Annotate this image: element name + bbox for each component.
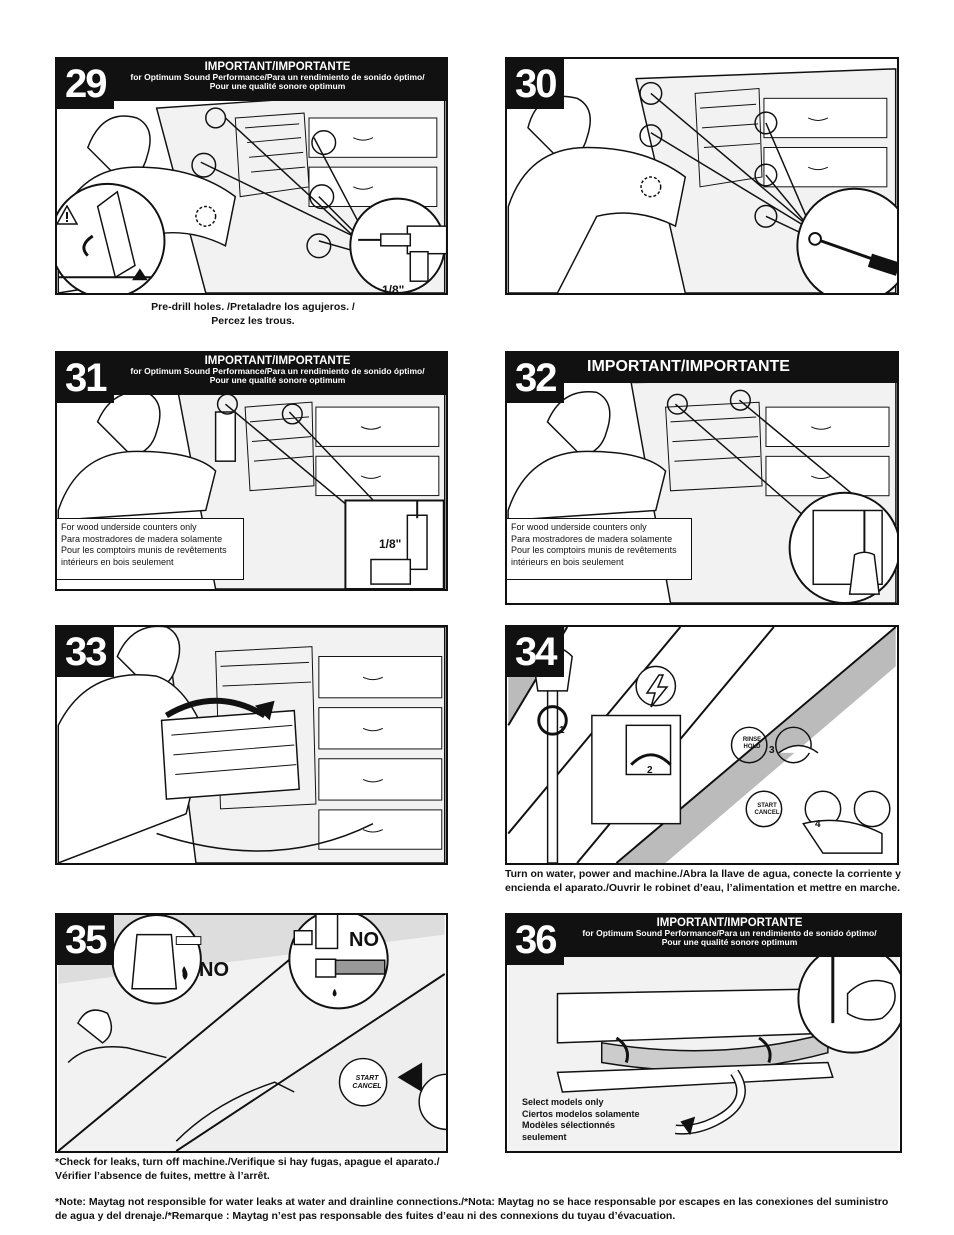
note-french: Pour les comptoirs munis de revêtements … — [61, 545, 227, 568]
step-33-panel: 33 — [55, 625, 448, 865]
start-label: START — [757, 803, 777, 809]
step-30-illustration — [507, 68, 897, 293]
caption-line-1: Turn on water, power and machine./Abra l… — [505, 868, 902, 880]
note-spanish: Para mostradores de madera solamente — [61, 533, 223, 544]
select-models-note: Select models only Ciertos modelos solam… — [522, 1097, 682, 1144]
step-32-panel: 32 IMPORTANT/IMPORTANTE For wood undersi… — [505, 351, 899, 605]
caption-line-1: Pre-drill holes. /Pretaladre los agujero… — [151, 301, 355, 313]
important-title: IMPORTANT/IMPORTANTE — [587, 358, 790, 375]
select-spanish: Ciertos modelos solamente — [522, 1108, 640, 1119]
important-title: IMPORTANT/IMPORTANTE — [656, 917, 803, 929]
important-title: IMPORTANT/IMPORTANTE — [204, 355, 351, 367]
step-number: 31 — [57, 353, 114, 403]
caption-line-1: *Check for leaks, turn off machine./Veri… — [55, 1156, 440, 1168]
hold-label: HOLD — [743, 743, 761, 750]
step-32-illustration — [507, 376, 897, 603]
select-french-1: Modèles sélectionnés — [522, 1120, 616, 1131]
drill-size-label: 1/8" — [379, 537, 402, 551]
important-subtitle: for Optimum Sound Performance/Para un re… — [130, 72, 425, 83]
water-drop-icon — [182, 968, 188, 980]
important-title: IMPORTANT/IMPORTANTE — [204, 61, 351, 73]
step-marker-4: 4 — [815, 819, 821, 830]
warning-triangle-icon — [57, 205, 78, 225]
step-number: 34 — [507, 627, 564, 677]
important-banner: IMPORTANT/IMPORTANTE — [559, 353, 897, 383]
cancel-label: CANCEL — [754, 809, 780, 816]
wood-counter-note: For wood underside counters only Para mo… — [507, 518, 692, 580]
step-36-illustration — [508, 943, 900, 1151]
step-35-caption: *Check for leaks, turn off machine./Veri… — [55, 1156, 475, 1183]
drill-size-label: 1/8" — [382, 283, 405, 295]
step-marker-2: 2 — [647, 765, 653, 776]
step-34-illustration — [507, 627, 897, 863]
start-cancel-button: START CANCEL — [752, 803, 782, 816]
footer-note: *Note: Maytag not responsible for water … — [55, 1196, 905, 1223]
wood-counter-note: For wood underside counters only Para mo… — [57, 518, 244, 580]
no-label-disposer: NO — [199, 959, 229, 981]
step-36-panel: 36 IMPORTANT/IMPORTANTE for Optimum Soun… — [505, 913, 902, 1153]
step-33-illustration — [57, 627, 446, 863]
step-29-panel: 29 IMPORTANT/IMPORTANTE for Optimum Soun… — [55, 57, 448, 295]
caption-line-2: Percez les trous. — [211, 314, 295, 327]
important-subtitle: for Optimum Sound Performance/Para un re… — [130, 366, 425, 377]
step-number: 32 — [507, 353, 564, 403]
start-label: START — [355, 1075, 379, 1082]
step-number: 35 — [57, 915, 114, 965]
footer-note-line-1: *Note: Maytag not responsible for water … — [55, 1196, 889, 1208]
caption-line-2: Vérifier l’absence de fuites, mettre à l… — [55, 1169, 270, 1182]
caption-line-2: encienda el aparato./Ouvrir le robinet d… — [505, 881, 901, 894]
important-subtitle-fr: Pour une qualité sonore optimum — [209, 374, 346, 385]
select-english: Select models only — [522, 1097, 604, 1107]
start-cancel-button: START CANCEL — [347, 1075, 387, 1090]
footer-note-line-2: de agua y del drenaje./*Remarque : Mayta… — [55, 1209, 676, 1222]
important-subtitle: for Optimum Sound Performance/Para un re… — [582, 928, 877, 939]
note-english: For wood underside counters only — [61, 522, 197, 532]
rinse-hold-button: RINSE HOLD — [737, 737, 767, 750]
note-spanish: Para mostradores de madera solamente — [511, 533, 673, 544]
step-marker-1: 1 — [559, 725, 565, 736]
note-french: Pour les comptoirs munis de revêtements … — [511, 545, 677, 568]
step-number: 36 — [507, 915, 564, 965]
important-banner: IMPORTANT/IMPORTANTE for Optimum Sound P… — [559, 915, 900, 957]
step-marker-3: 3 — [769, 745, 775, 756]
rinse-label: RINSE — [742, 737, 762, 743]
note-english: For wood underside counters only — [511, 522, 647, 532]
important-banner: IMPORTANT/IMPORTANTE for Optimum Sound P… — [109, 353, 446, 395]
step-number: 33 — [57, 627, 114, 677]
step-number: 30 — [507, 59, 564, 109]
step-number: 29 — [57, 59, 114, 109]
no-label-valve: NO — [349, 929, 379, 951]
important-subtitle-fr: Pour une qualité sonore optimum — [209, 80, 346, 91]
cancel-label: CANCEL — [352, 1082, 382, 1090]
step-35-illustration — [57, 915, 446, 1151]
step-29-caption: Pre-drill holes. /Pretaladre los agujero… — [148, 301, 358, 328]
important-subtitle-fr: Pour une qualité sonore optimum — [661, 936, 798, 947]
step-31-panel: 31 IMPORTANT/IMPORTANTE for Optimum Soun… — [55, 351, 448, 591]
step-34-panel: 34 RINSE HOLD START CANCEL 1 2 3 4 — [505, 625, 899, 865]
important-banner: IMPORTANT/IMPORTANTE for Optimum Sound P… — [109, 59, 446, 101]
electric-power-icon — [645, 674, 669, 708]
step-30-panel: 30 — [505, 57, 899, 295]
select-french-2: seulement — [522, 1132, 567, 1143]
step-34-caption: Turn on water, power and machine./Abra l… — [505, 868, 905, 895]
step-35-panel: 35 NO NO START CANCEL — [55, 913, 448, 1153]
